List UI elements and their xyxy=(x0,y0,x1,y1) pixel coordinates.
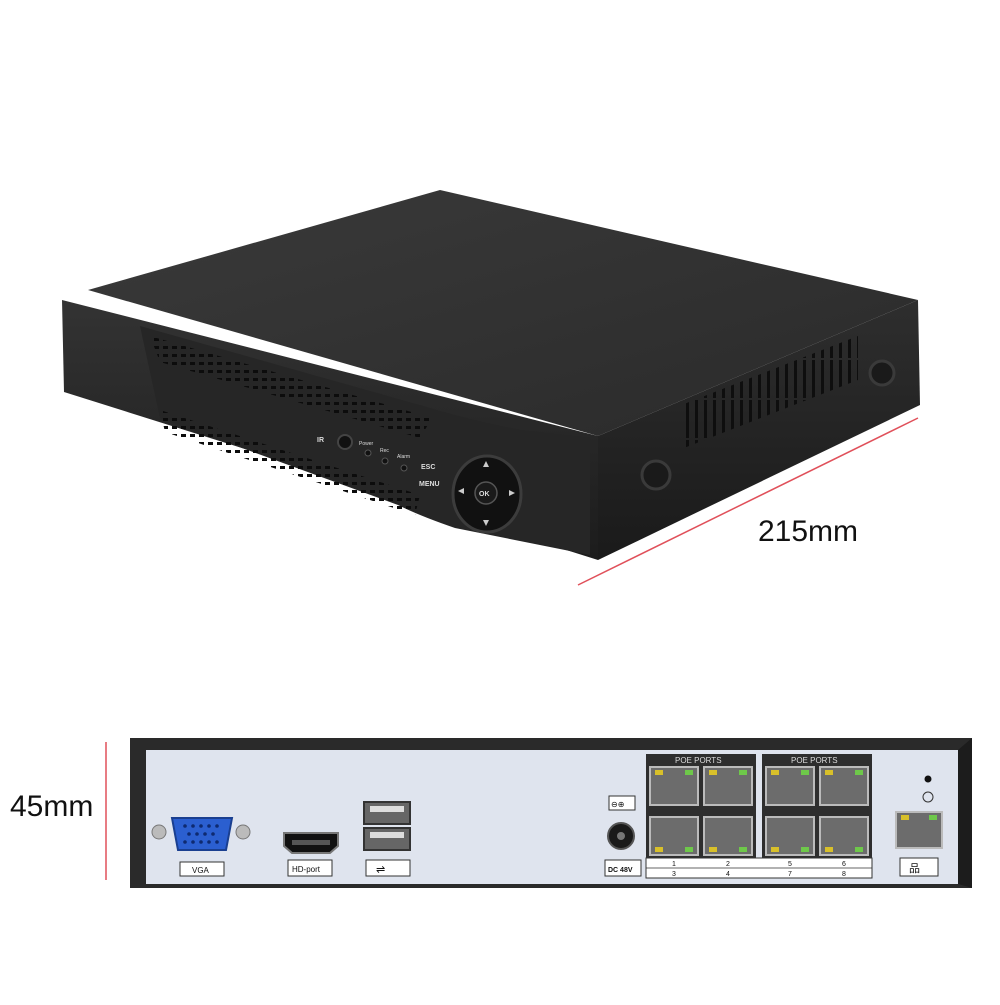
ground-icon xyxy=(922,791,934,803)
navigation-pad[interactable]: OK xyxy=(451,454,523,534)
side-vent-slots xyxy=(684,336,858,448)
down-arrow-icon xyxy=(483,520,489,526)
nvr-rear-view: VGA HD-port ⇌ ⊖⊕ DC 48V POE PORTS xyxy=(105,738,972,888)
hd-label-box xyxy=(287,859,333,877)
right-arrow-icon xyxy=(509,490,515,496)
port-number-6: 6 xyxy=(842,861,846,868)
vga-label: VGA xyxy=(192,866,210,875)
poe-group-1-label: POE PORTS xyxy=(675,756,722,765)
dc-label: DC 48V xyxy=(608,867,633,874)
menu-label: MENU xyxy=(419,481,440,488)
front-vent-upper xyxy=(150,336,432,438)
alarm-led xyxy=(400,464,408,472)
ok-label: OK xyxy=(479,491,490,498)
reset-hole xyxy=(924,775,932,783)
ok-button[interactable] xyxy=(474,481,498,505)
port-number-3: 3 xyxy=(672,871,676,878)
rear-bevel xyxy=(958,738,972,888)
poe-group-1: POE PORTS xyxy=(646,754,756,858)
port-number-1: 1 xyxy=(672,861,676,868)
port-number-4: 4 xyxy=(726,871,730,878)
side-screw-left xyxy=(640,459,672,491)
poe-group-2-label: POE PORTS xyxy=(791,756,838,765)
alarm-label: Alarm xyxy=(397,454,410,460)
width-dimension-label: 215mm xyxy=(758,515,859,548)
vga-screw-left xyxy=(151,824,167,840)
power-label: Power xyxy=(359,441,374,447)
rec-label: Rec xyxy=(380,448,389,454)
power-led xyxy=(364,449,372,457)
vga-port xyxy=(170,817,234,851)
ir-label: IR xyxy=(317,437,324,444)
nvr-front-view: IR Power Rec Alarm ESC MENU OK xyxy=(62,190,920,586)
dc-polarity-icon: ⊖⊕ xyxy=(611,800,624,809)
port-number-8: 8 xyxy=(842,871,846,878)
port-number-7: 7 xyxy=(788,871,792,878)
dc-label-box xyxy=(604,859,642,877)
usb-port-upper xyxy=(363,801,411,825)
vga-screw-right xyxy=(235,824,251,840)
dc-symbol-box xyxy=(608,795,636,811)
usb-label-box xyxy=(365,859,411,877)
network-icon: 品 xyxy=(909,862,920,875)
port-number-2: 2 xyxy=(726,861,730,868)
usb-port-lower xyxy=(363,827,411,851)
up-arrow-icon xyxy=(483,461,489,467)
side-screw-right xyxy=(868,359,896,387)
left-arrow-icon xyxy=(458,488,464,494)
hd-label: HD-port xyxy=(292,865,321,874)
ir-sensor xyxy=(337,434,353,450)
esc-label: ESC xyxy=(421,464,435,471)
vga-label-box xyxy=(179,861,225,877)
height-dimension-label: 45mm xyxy=(10,790,94,823)
width-dimension-line xyxy=(577,417,919,586)
nvr-top-lid xyxy=(88,190,918,436)
front-vent-lower xyxy=(160,410,420,515)
rec-led xyxy=(381,457,389,465)
port-number-5: 5 xyxy=(788,861,792,868)
lan-label-box xyxy=(899,857,939,877)
poe-group-2: POE PORTS xyxy=(762,754,872,858)
usb-icon: ⇌ xyxy=(376,864,385,876)
